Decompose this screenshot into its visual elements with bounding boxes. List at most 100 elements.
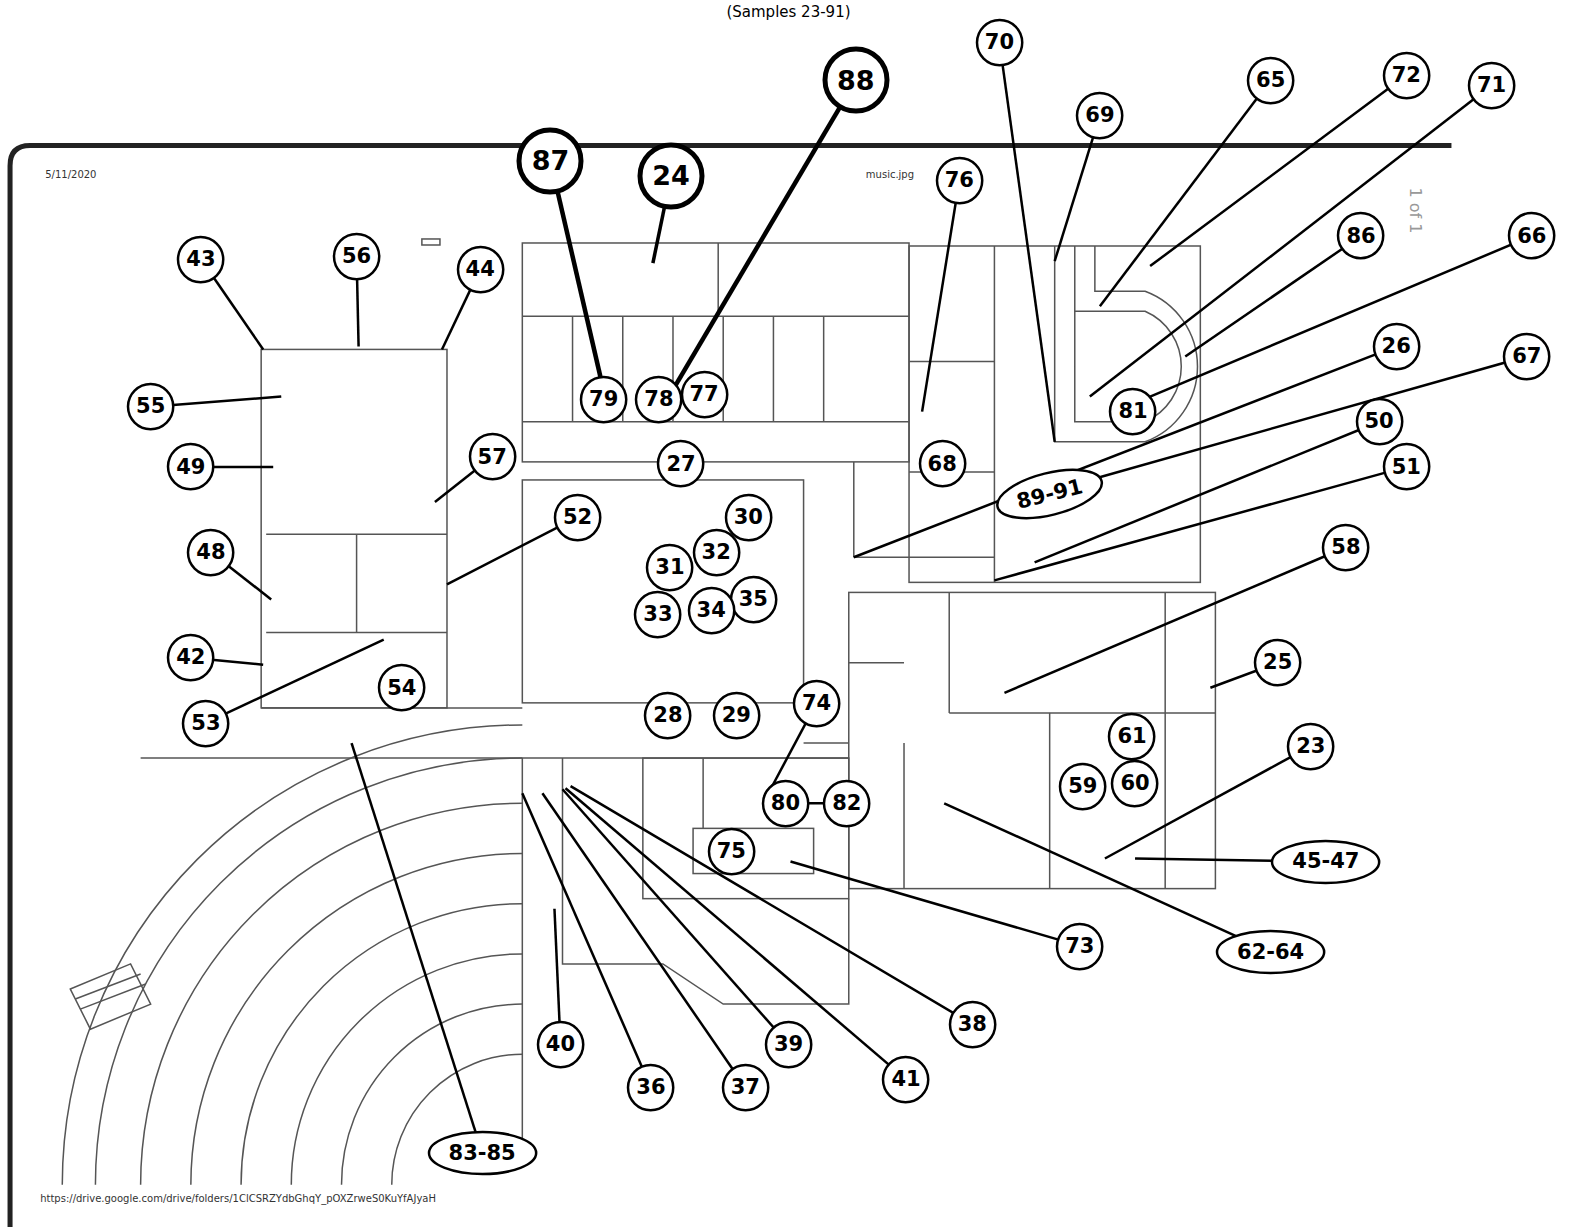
callout-circle: 32 <box>692 528 741 577</box>
date-stamp: 5/11/2020 <box>45 169 96 180</box>
callout-circle: 25 <box>1253 638 1302 687</box>
callout-number: 59 <box>1068 776 1097 797</box>
callout-circle: 56 <box>332 232 381 281</box>
callout-circle: 59 <box>1058 762 1107 811</box>
callout-number: 83-85 <box>449 1143 516 1164</box>
building-walls <box>62 239 1215 1185</box>
callout-circle: 55 <box>126 382 175 431</box>
callout-number: 86 <box>1346 226 1375 247</box>
callout-number: 36 <box>636 1077 665 1098</box>
callout-circle: 44 <box>456 245 505 294</box>
callout-circle: 71 <box>1467 61 1516 110</box>
callout-circle: 80 <box>761 779 810 828</box>
leader-lines <box>151 42 1532 1153</box>
callout-circle: 65 <box>1246 56 1295 105</box>
callout-number: 88 <box>837 67 875 94</box>
callout-number: 48 <box>196 542 225 563</box>
callout-number: 75 <box>717 841 746 862</box>
callout-number: 45-47 <box>1292 851 1359 872</box>
callout-ellipse: 89-91 <box>990 458 1109 530</box>
callout-circle: 74 <box>792 679 841 728</box>
callout-circle: 49 <box>166 442 215 491</box>
callout-number: 56 <box>342 246 371 267</box>
callout-circle: 34 <box>687 586 736 635</box>
callout-number: 50 <box>1365 411 1394 432</box>
callout-circle: 88 <box>823 47 889 113</box>
callout-number: 30 <box>734 507 763 528</box>
callout-number: 42 <box>176 647 205 668</box>
callout-circle: 68 <box>918 439 967 488</box>
page-title: (Samples 23-91) <box>726 3 850 21</box>
callout-circle: 35 <box>729 575 778 624</box>
callout-circle: 40 <box>536 1020 585 1069</box>
callout-circle: 31 <box>645 543 694 592</box>
callout-number: 41 <box>891 1069 920 1090</box>
callout-number: 76 <box>945 170 974 191</box>
callout-circle: 41 <box>881 1055 930 1104</box>
callout-ellipse: 62-64 <box>1215 929 1326 975</box>
callout-circle: 58 <box>1321 523 1370 572</box>
callout-number: 69 <box>1085 105 1114 126</box>
callout-circle: 27 <box>656 439 705 488</box>
callout-circle: 76 <box>935 156 984 205</box>
callout-number: 78 <box>644 389 673 410</box>
callout-number: 79 <box>589 389 618 410</box>
callout-number: 32 <box>702 542 731 563</box>
callout-circle: 43 <box>176 235 225 284</box>
callout-number: 43 <box>186 249 215 270</box>
callout-number: 33 <box>643 604 672 625</box>
callout-number: 25 <box>1263 652 1292 673</box>
page-frame <box>10 146 1451 1227</box>
callout-circle: 67 <box>1502 332 1551 381</box>
callout-circle: 28 <box>643 691 692 740</box>
callout-number: 77 <box>690 384 719 405</box>
callout-circle: 77 <box>680 370 729 419</box>
callout-circle: 57 <box>468 432 517 481</box>
callout-number: 61 <box>1117 726 1146 747</box>
callout-circle: 82 <box>822 779 871 828</box>
callout-number: 54 <box>387 678 416 699</box>
callout-circle: 79 <box>579 375 628 424</box>
callout-circle: 75 <box>707 827 756 876</box>
callout-number: 44 <box>466 259 495 280</box>
callout-circle: 48 <box>186 528 235 577</box>
callout-number: 31 <box>655 557 684 578</box>
callout-number: 53 <box>191 713 220 734</box>
callout-number: 34 <box>697 600 726 621</box>
callout-ellipse: 45-47 <box>1270 839 1381 885</box>
callout-number: 60 <box>1120 773 1149 794</box>
callout-number: 70 <box>985 32 1014 53</box>
callout-number: 37 <box>731 1077 760 1098</box>
callout-number: 72 <box>1392 65 1421 86</box>
callout-number: 80 <box>771 793 800 814</box>
callout-number: 62-64 <box>1237 942 1304 963</box>
callout-circle: 60 <box>1110 759 1159 808</box>
callout-number: 65 <box>1256 70 1285 91</box>
callout-number: 87 <box>532 147 570 174</box>
callout-circle: 73 <box>1055 922 1104 971</box>
callout-circle: 81 <box>1108 387 1157 436</box>
callout-circle: 50 <box>1355 397 1404 446</box>
callout-circle: 39 <box>764 1020 813 1069</box>
callout-circle: 26 <box>1372 322 1421 371</box>
callout-circle: 51 <box>1382 442 1431 491</box>
callout-number: 82 <box>832 793 861 814</box>
callout-circle: 23 <box>1286 722 1335 771</box>
callout-number: 35 <box>739 589 768 610</box>
callout-number: 51 <box>1392 457 1421 478</box>
callout-number: 57 <box>478 447 507 468</box>
callout-circle: 72 <box>1382 51 1431 100</box>
callout-circle: 37 <box>721 1063 770 1112</box>
callout-circle: 53 <box>181 699 230 748</box>
callout-circle: 66 <box>1507 211 1556 260</box>
callout-circle: 86 <box>1336 211 1385 260</box>
callout-circle: 36 <box>626 1063 675 1112</box>
callout-circle: 54 <box>377 663 426 712</box>
callout-circle: 33 <box>633 590 682 639</box>
callout-circle: 61 <box>1107 712 1156 761</box>
callout-circle: 24 <box>638 143 704 209</box>
callout-circle: 42 <box>166 633 215 682</box>
page-counter: 1 of 1 <box>1407 188 1426 234</box>
callout-number: 58 <box>1331 537 1360 558</box>
